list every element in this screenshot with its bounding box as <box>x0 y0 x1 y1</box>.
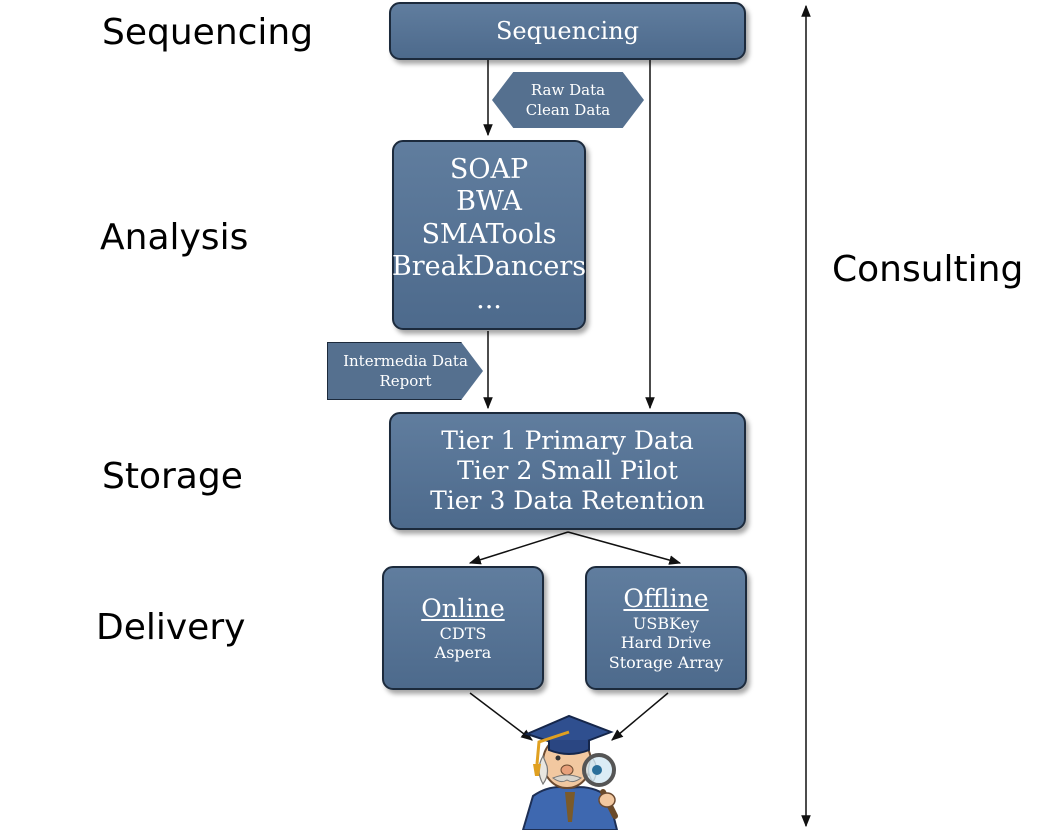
arrow-online-to-user <box>469 692 533 741</box>
online-item-aspera: Aspera <box>434 643 492 662</box>
arrow-storage-to-offline <box>567 531 682 565</box>
arrow-storage-to-online <box>468 531 569 565</box>
offline-title: Offline <box>623 584 709 614</box>
stage-label-storage: Storage <box>102 456 243 497</box>
stage-label-analysis: Analysis <box>100 217 249 258</box>
tier-1-label: Tier 1 Primary Data <box>441 426 694 455</box>
tool-bwa: BWA <box>456 186 522 218</box>
tool-smatools: SMATools <box>421 218 557 250</box>
analysis-tools-box: SOAP BWA SMATools BreakDancers ... <box>392 140 586 330</box>
tier-2-label: Tier 2 Small Pilot <box>457 456 678 485</box>
stage-label-consulting: Consulting <box>832 249 1024 290</box>
storage-tiers-box: Tier 1 Primary Data Tier 2 Small Pilot T… <box>389 412 746 530</box>
intermedia-data-tag: Intermedia Data Report <box>327 342 483 400</box>
online-title: Online <box>421 593 505 623</box>
tool-ellipsis: ... <box>476 283 502 315</box>
offline-item-usbkey: USBKey <box>632 614 700 634</box>
online-item-cdts: CDTS <box>439 623 487 643</box>
raw-data-label: Raw Data <box>530 80 606 99</box>
arrow-offline-to-user <box>611 692 669 741</box>
stage-label-delivery: Delivery <box>96 607 246 648</box>
report-label: Report <box>379 372 432 390</box>
clean-data-label: Clean Data <box>525 101 611 119</box>
sequencing-box-title: Sequencing <box>495 16 640 45</box>
offline-item-storage-array: Storage Array <box>608 652 724 672</box>
intermedia-data-label: Intermedia Data <box>343 351 468 370</box>
tool-soap: SOAP <box>449 154 529 186</box>
stage-label-sequencing: Sequencing <box>102 12 314 53</box>
tool-breakdancers: BreakDancers <box>391 251 587 283</box>
sequencing-box: Sequencing <box>389 2 746 60</box>
scientist-magnifier-icon <box>521 714 619 830</box>
offline-item-hard-drive: Hard Drive <box>620 633 712 653</box>
raw-clean-data-tag: Raw Data Clean Data <box>492 72 644 128</box>
online-delivery-box: Online CDTS Aspera <box>382 566 544 690</box>
offline-delivery-box: Offline USBKey Hard Drive Storage Array <box>585 566 747 690</box>
tier-3-label: Tier 3 Data Retention <box>430 486 705 515</box>
